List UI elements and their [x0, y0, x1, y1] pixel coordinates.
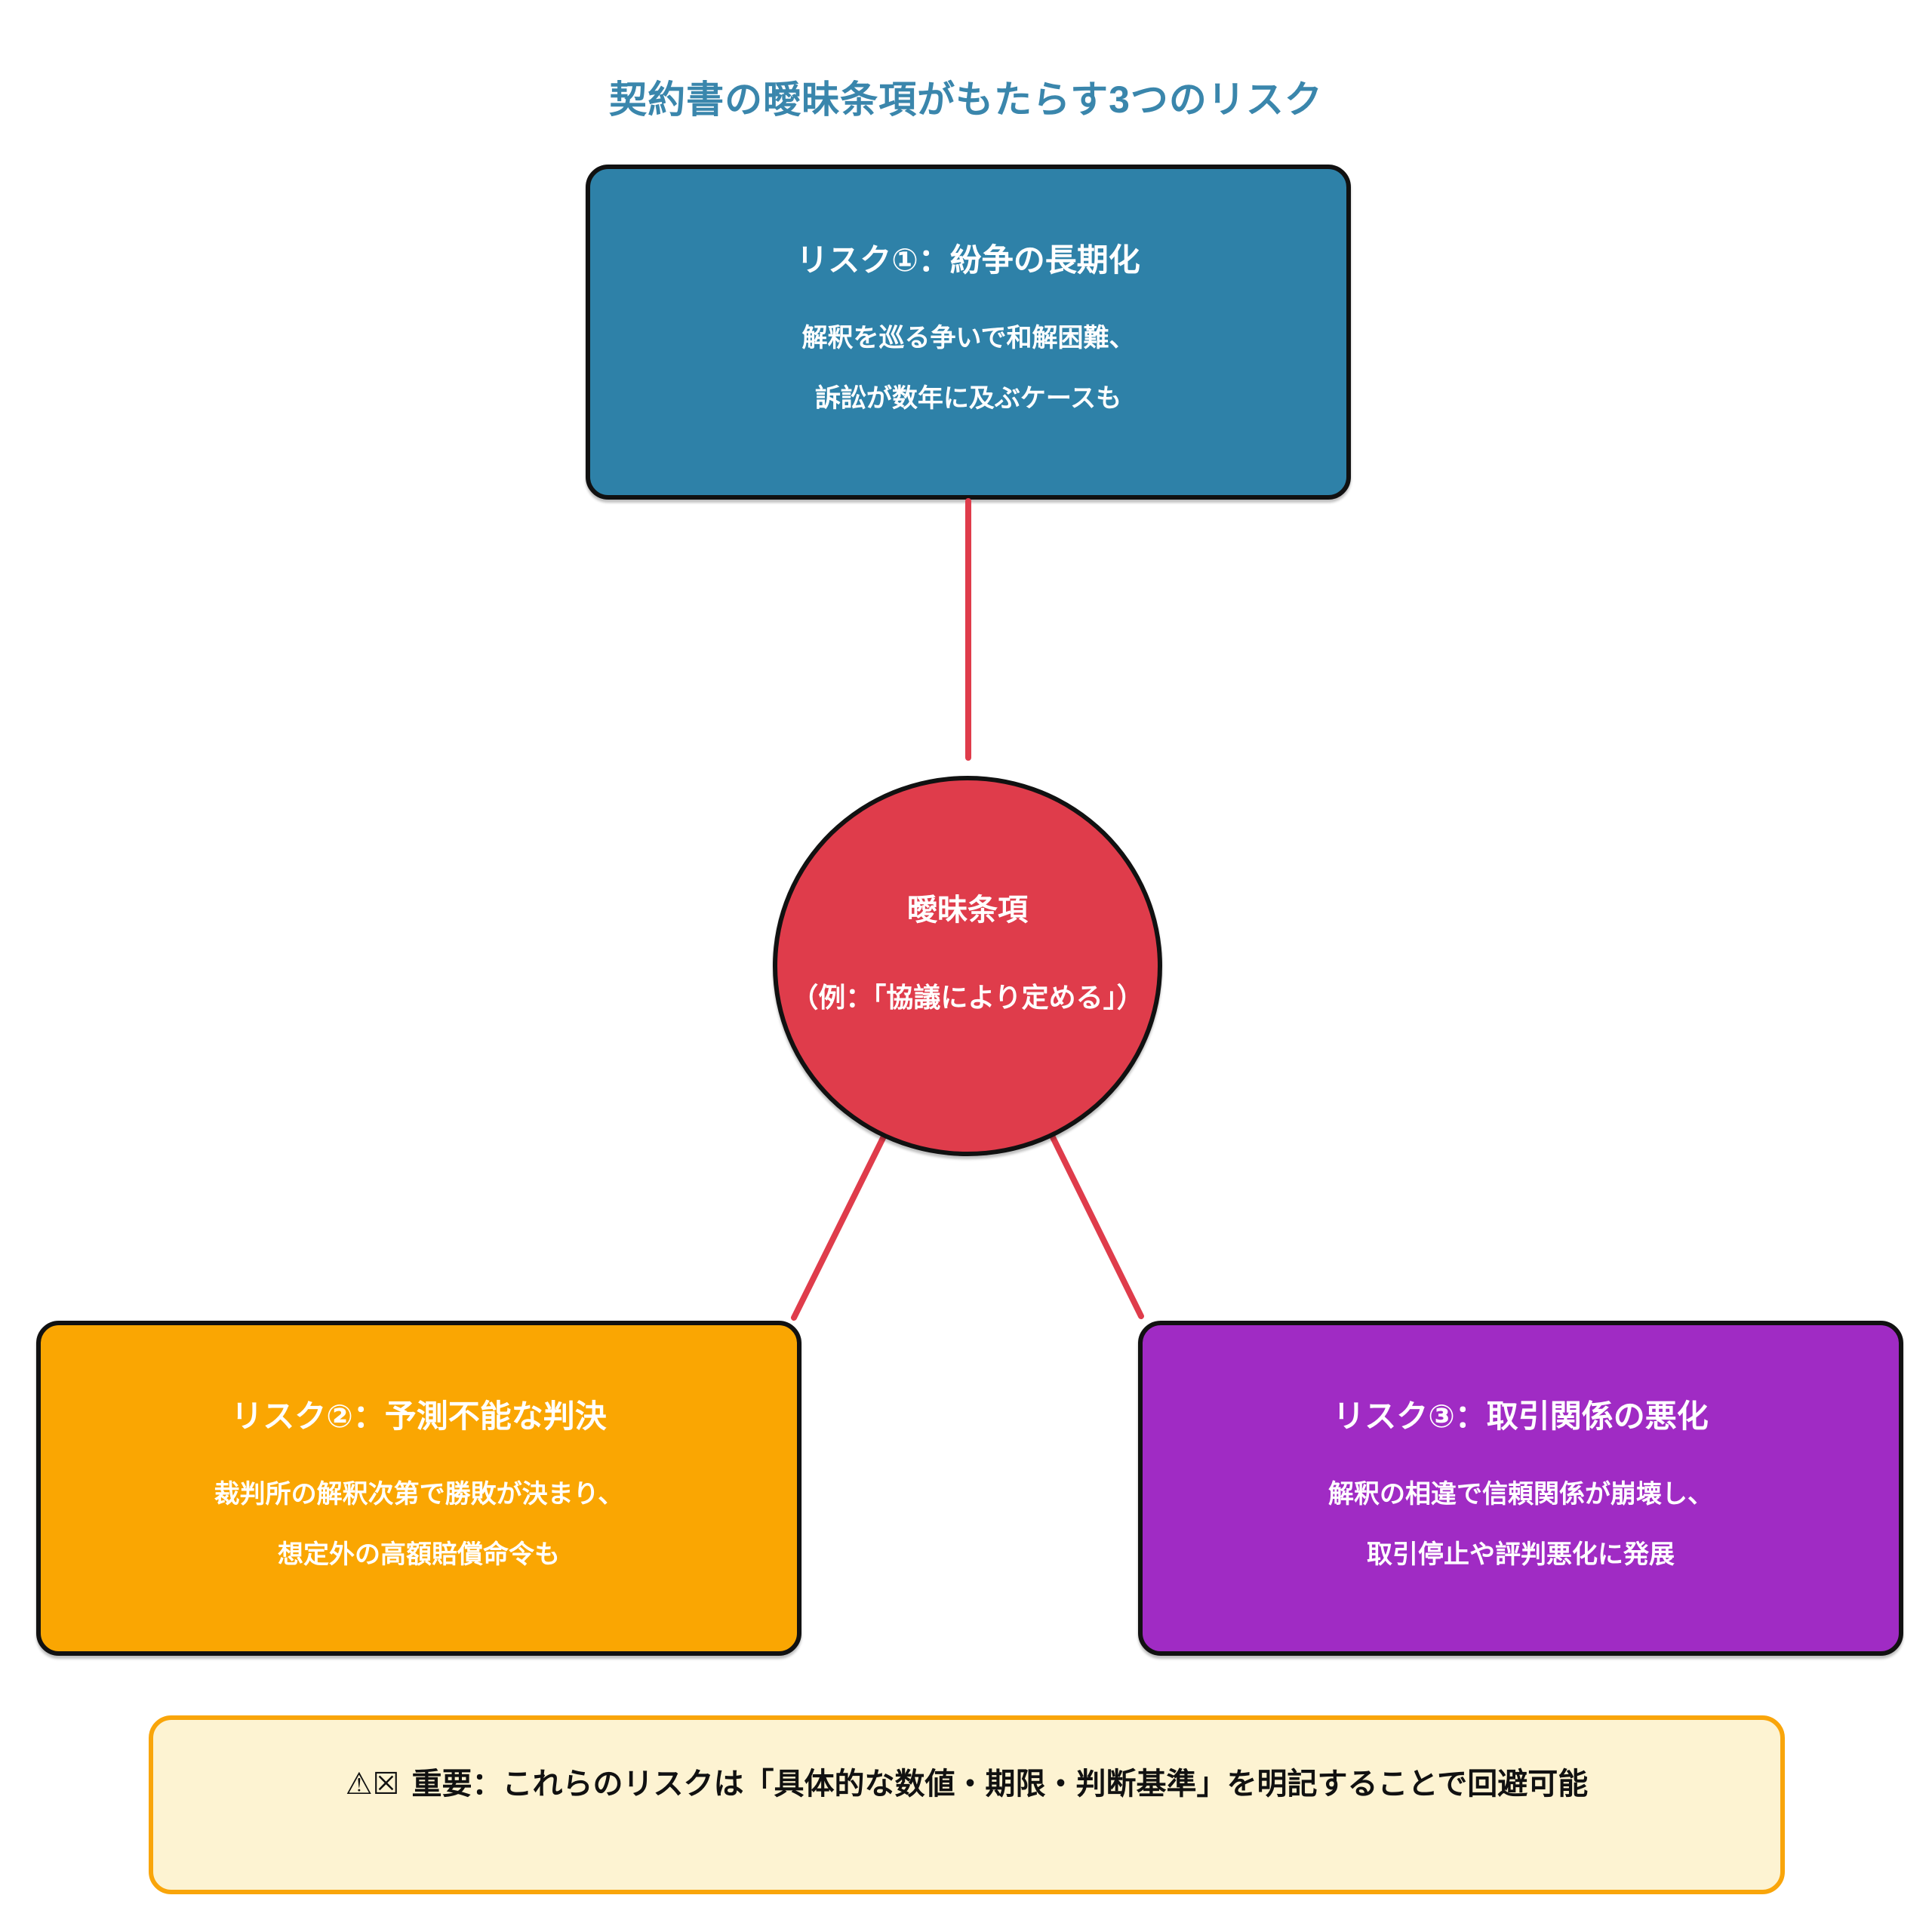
node-risk2: リスク②：予測不能な判決 裁判所の解釈次第で勝敗が決まり、 想定外の高額賠償命令…: [36, 1321, 801, 1656]
node-risk3-description-line1: 解釈の相違で信頼関係が崩壊し、: [1328, 1480, 1713, 1509]
page-title: 契約書の曖昧条項がもたらす3つのリスク: [609, 78, 1323, 121]
node-risk3-title: リスク③：取引関係の悪化: [1333, 1398, 1709, 1434]
node-ambiguous-clause: 曖昧条項 （例：「協議により定める」）: [773, 776, 1162, 1156]
node-risk1-description-line2: 訴訟が数年に及ぶケースも: [814, 384, 1122, 413]
warning-icon: ⚠☒: [345, 1767, 400, 1801]
node-risk3-description-line2: 取引停止や評判悪化に発展: [1367, 1540, 1675, 1569]
important-note-banner: ⚠☒ 重要：これらのリスクは「具体的な数値・期限・判断基準」を明記することで回避可…: [149, 1715, 1785, 1894]
important-note-text: 重要：これらのリスクは「具体的な数値・期限・判断基準」を明記することで回避可能: [411, 1767, 1589, 1801]
ambiguous-clause-example: （例：「協議により定める」）: [791, 982, 1144, 1013]
node-risk3: リスク③：取引関係の悪化 解釈の相違で信頼関係が崩壊し、 取引停止や評判悪化に発…: [1138, 1321, 1903, 1656]
node-risk2-title: リスク②：予測不能な判決: [231, 1398, 607, 1434]
ambiguous-clause-title: 曖昧条項: [907, 894, 1028, 927]
node-risk1-title: リスク①：紛争の長期化: [796, 242, 1140, 278]
node-risk1: リスク①：紛争の長期化 解釈を巡る争いで和解困難、 訴訟が数年に及ぶケースも: [586, 165, 1351, 500]
node-risk1-description-line1: 解釈を巡る争いで和解困難、: [801, 324, 1135, 352]
node-risk2-description-line2: 想定外の高額賠償命令も: [278, 1540, 560, 1569]
node-risk2-description-line1: 裁判所の解釈次第で勝敗が決まり、: [214, 1480, 624, 1509]
